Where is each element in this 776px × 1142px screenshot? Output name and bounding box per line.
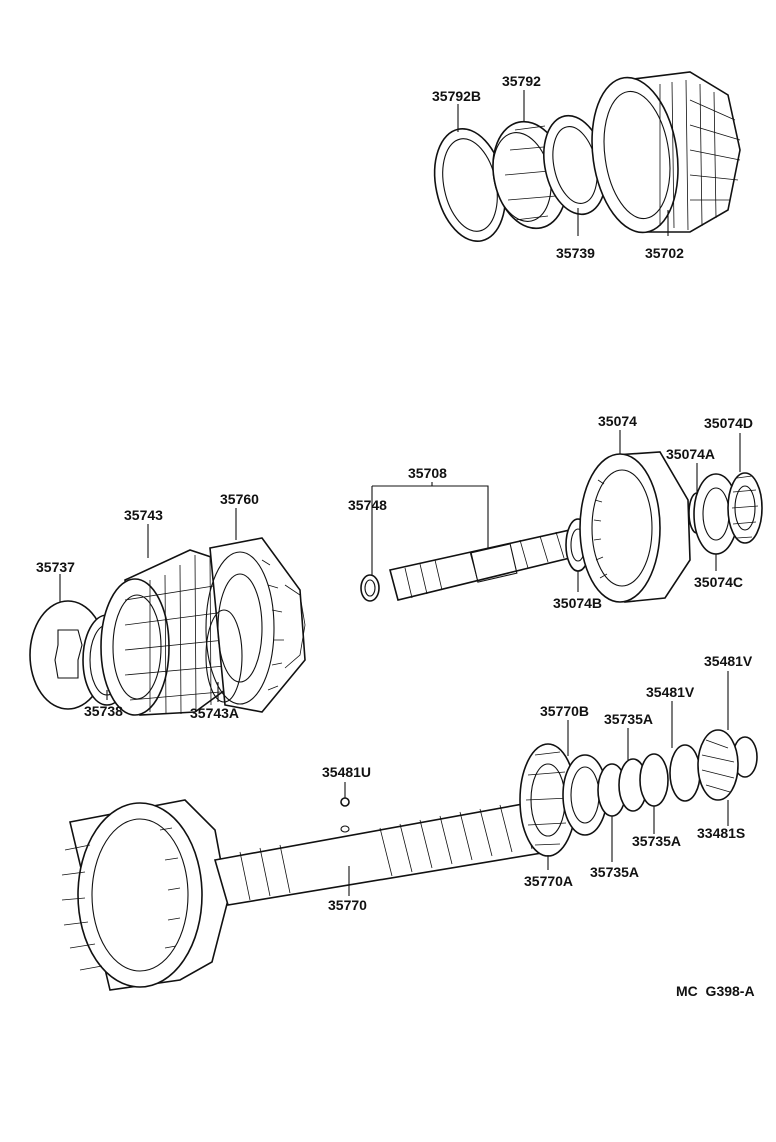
label-35735A-right: 35735A [632,833,681,849]
part-35743-clutch-hub[interactable] [100,549,226,716]
label-35743A: 35743A [190,705,239,721]
label-35739: 35739 [556,245,595,261]
part-35735A-rings[interactable] [597,753,669,817]
label-35760: 35760 [220,491,259,507]
label-35481V-top: 35481V [704,653,753,669]
label-35770: 35770 [328,897,367,913]
label-35074B: 35074B [553,595,602,611]
part-35708-intermediate-shaft[interactable] [389,529,580,601]
part-33481S-seal[interactable] [697,729,739,801]
label-35708: 35708 [408,465,447,481]
label-35792B: 35792B [432,88,481,104]
label-35737: 35737 [36,559,75,575]
label-35738: 35738 [84,703,123,719]
part-35481V-seal-rings[interactable] [669,736,758,802]
leader-lines-middle-left [59,508,237,702]
label-35702: 35702 [645,245,684,261]
label-35074: 35074 [598,413,637,429]
part-35770-clutch-drum-shaft[interactable] [61,799,562,991]
part-35743A-snap-ring[interactable] [205,609,243,703]
leader-lines-middle-right [371,430,741,592]
part-labels: 35792B 35792 35739 35702 35708 35748 350… [36,73,755,999]
leader-lines-bottom [344,671,729,896]
part-35702-planetary-ring-gear[interactable] [583,71,741,238]
label-35735A-top: 35735A [604,711,653,727]
label-35735A-bottom: 35735A [590,864,639,880]
part-35074-ring-gear[interactable] [579,451,691,603]
label-35074A: 35074A [666,446,715,462]
label-33481S: 33481S [697,825,745,841]
leader-lines-top [457,90,669,236]
label-35792: 35792 [502,73,541,89]
label-35770B: 35770B [540,703,589,719]
label-35770A: 35770A [524,873,573,889]
part-35760-planetary-carrier[interactable] [205,537,306,713]
part-35074D-bearing[interactable] [727,472,763,544]
label-35743: 35743 [124,507,163,523]
diagram-code: MC G398-A [676,983,755,999]
label-35481V-middle: 35481V [646,684,695,700]
label-35481U: 35481U [322,764,371,780]
part-35481U-ball[interactable] [340,797,350,807]
label-35074C: 35074C [694,574,743,590]
part-35748-snap-ring[interactable] [360,574,380,602]
label-35074D: 35074D [704,415,753,431]
label-35748: 35748 [348,497,387,513]
